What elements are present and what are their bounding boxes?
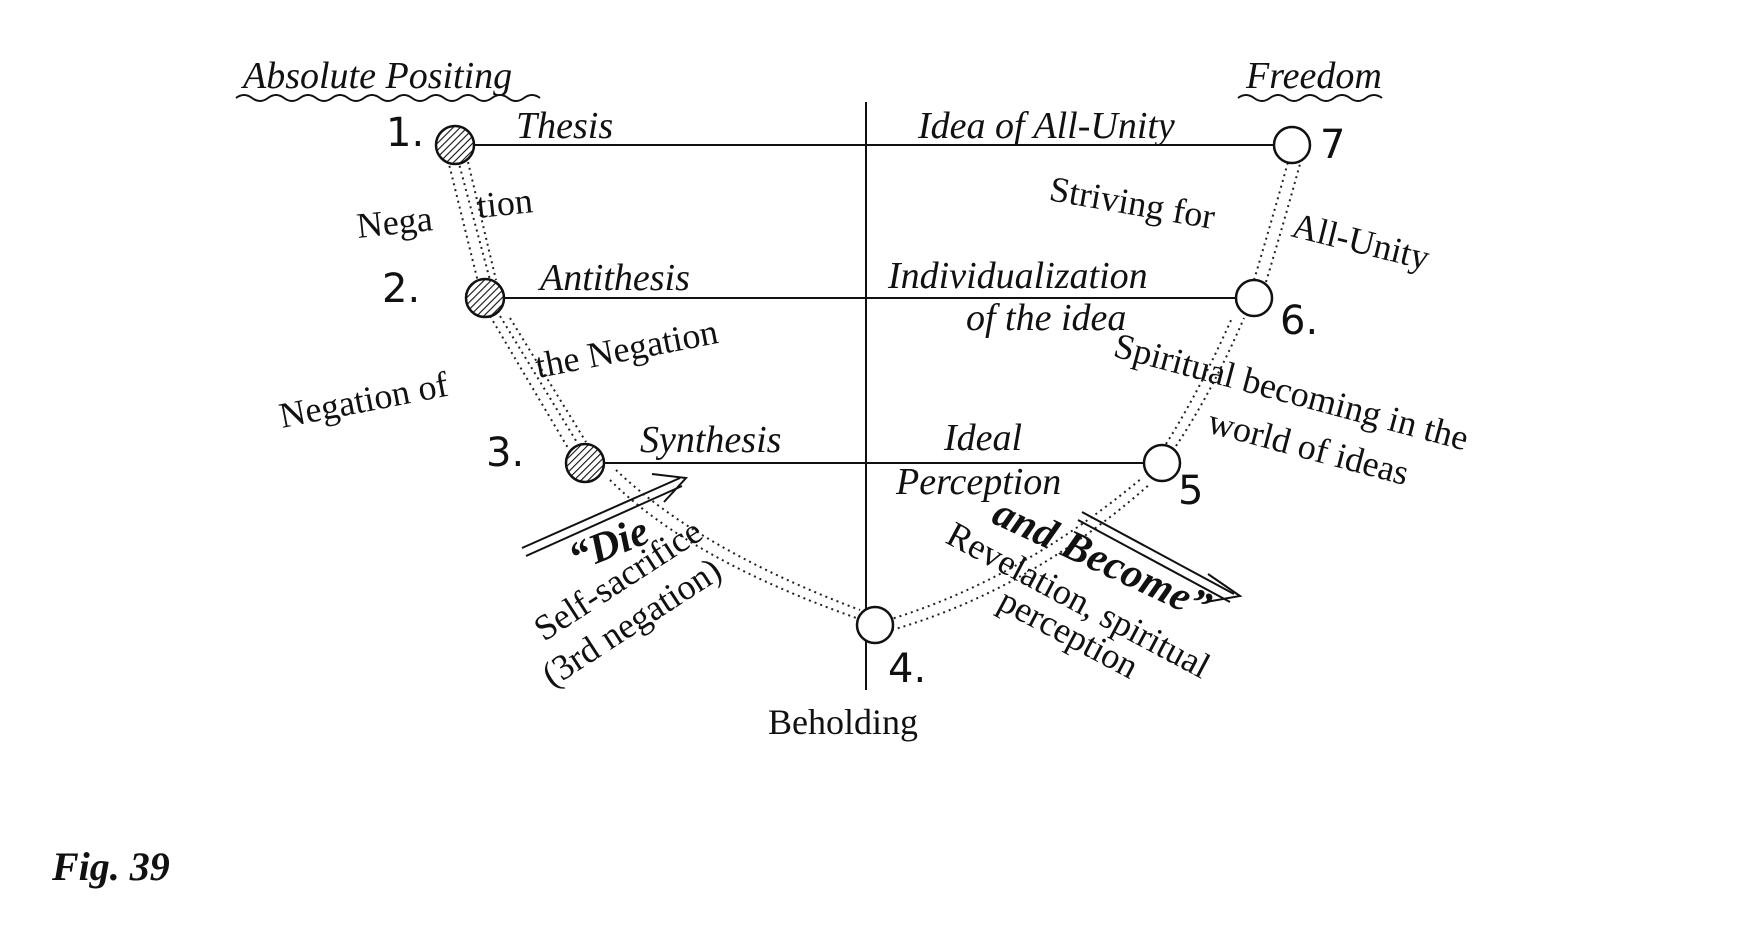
label-individualization: Individualization xyxy=(887,255,1148,297)
hatched-path-6-7 xyxy=(1253,161,1301,283)
label-antithesis: Antithesis xyxy=(537,257,690,299)
header-left-wavy-underline xyxy=(235,94,541,102)
die-arrow xyxy=(521,473,689,557)
label-striving-for: Striving for xyxy=(1047,168,1218,236)
header-freedom: Freedom xyxy=(1245,55,1382,97)
label-thesis: Thesis xyxy=(516,105,613,147)
hatched-path-5-6 xyxy=(1165,317,1245,447)
hatched-path-1-2 xyxy=(447,159,497,283)
node-5-number: 5 xyxy=(1178,468,1203,514)
header-right-wavy-underline xyxy=(1237,94,1383,102)
hatched-path-3-4 xyxy=(609,469,863,621)
figure-caption: Fig. 39 xyxy=(51,844,170,889)
node-2-number: 2. xyxy=(382,266,420,312)
node-3-synthesis-dot xyxy=(564,442,606,484)
label-synthesis: Synthesis xyxy=(640,419,781,461)
node-6-number: 6. xyxy=(1280,298,1318,344)
header-absolute-positing: Absolute Positing xyxy=(240,55,512,97)
label-negation-of: Negation of xyxy=(276,364,451,436)
hatched-path-2-3 xyxy=(489,315,587,449)
hatched-path-4-5 xyxy=(887,477,1151,631)
label-ideal: Ideal xyxy=(943,417,1022,459)
label-of-the-idea: of the idea xyxy=(966,297,1126,339)
node-7-all-unity-dot xyxy=(1272,125,1312,165)
node-4-beholding-dot xyxy=(855,605,895,645)
become-arrow xyxy=(1077,511,1243,603)
node-1-thesis-dot xyxy=(434,124,476,166)
label-perception: Perception xyxy=(895,461,1061,503)
node-6-individualization-dot xyxy=(1234,278,1274,318)
node-2-antithesis-dot xyxy=(464,277,506,319)
label-all-unity: All-Unity xyxy=(1288,205,1434,278)
node-7-number: 7 xyxy=(1320,122,1345,168)
label-negation-part-a: Nega xyxy=(355,198,435,246)
node-3-number: 3. xyxy=(486,430,524,476)
label-negation-part-b: tion xyxy=(475,180,535,226)
label-idea-of-all-unity: Idea of All-Unity xyxy=(917,105,1175,147)
node-4-number: 4. xyxy=(888,646,926,692)
node-5-ideal-perception-dot xyxy=(1142,443,1182,483)
label-beholding: Beholding xyxy=(768,702,918,742)
node-1-number: 1. xyxy=(386,110,424,156)
label-the-negation: the Negation xyxy=(532,311,721,386)
